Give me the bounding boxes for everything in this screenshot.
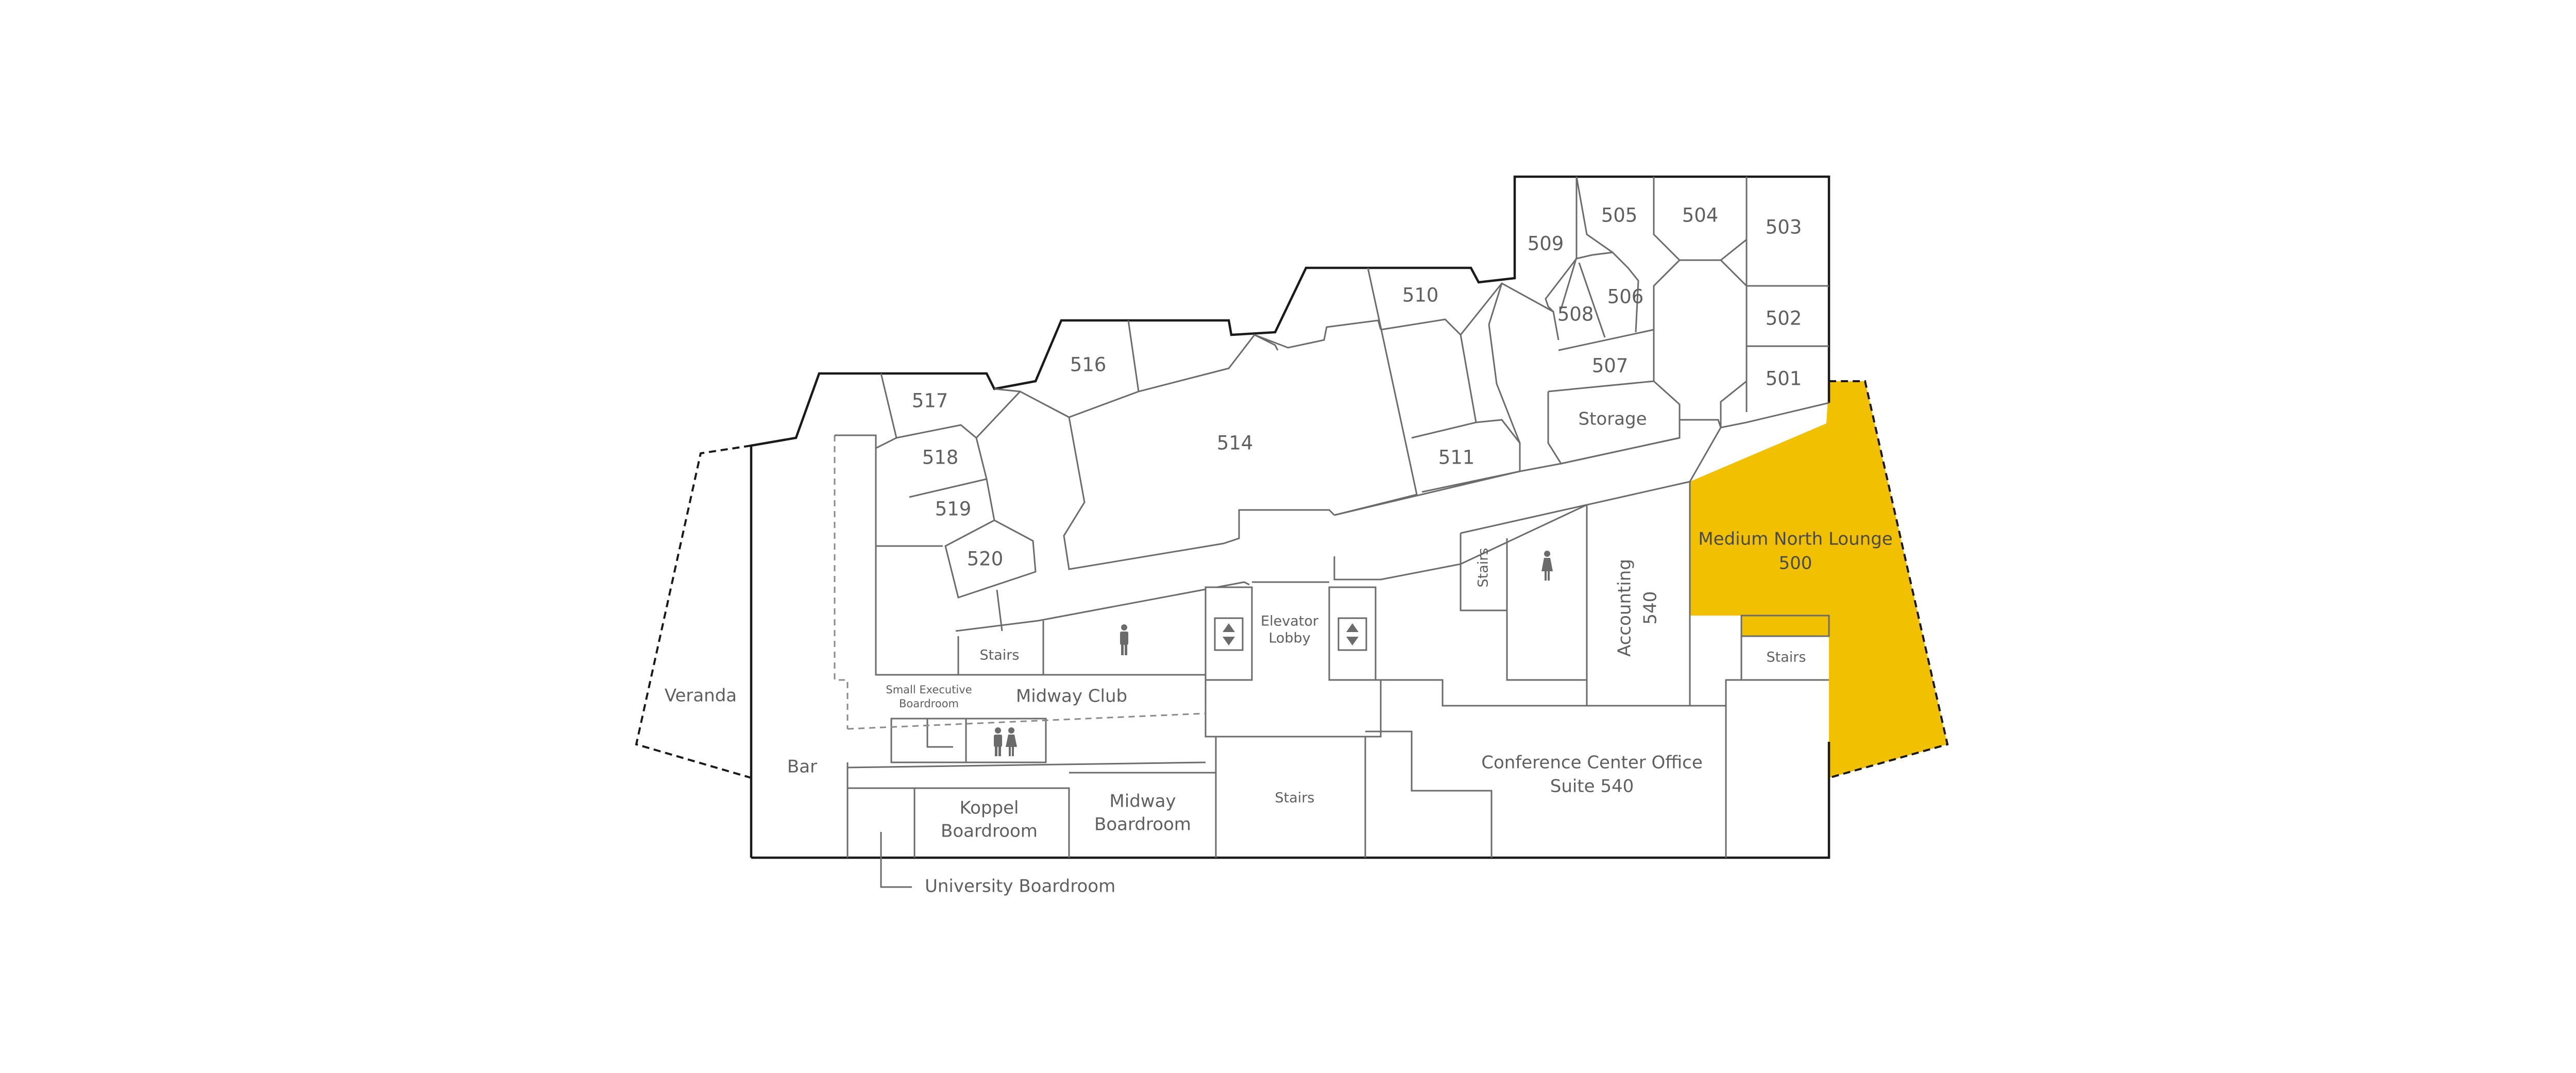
veranda-label[interactable]: Veranda (665, 686, 737, 706)
university-boardroom-label[interactable]: University Boardroom (925, 876, 1115, 897)
room-503-label[interactable]: 503 (1766, 216, 1802, 239)
stairs-label-west[interactable]: Stairs (980, 648, 1020, 663)
small-executive-boardroom-label-2[interactable]: Boardroom (899, 697, 959, 710)
elevator-lobby-label-2[interactable]: Lobby (1268, 631, 1310, 646)
room-500-medium-north-lounge[interactable] (1690, 380, 1949, 779)
building-outline-south (751, 742, 1831, 859)
accounting-number[interactable]: 540 (1640, 591, 1661, 625)
elevator-icon (1214, 617, 1244, 651)
room-501-label[interactable]: 501 (1766, 368, 1802, 390)
room-502-label[interactable]: 502 (1766, 308, 1802, 330)
north-wing-walls (875, 176, 1829, 599)
koppel-boardroom-label-2[interactable]: Boardroom (941, 821, 1038, 842)
midway-club-label[interactable]: Midway Club (1016, 686, 1127, 707)
elevator-icon (1337, 617, 1367, 651)
medium-north-lounge-number[interactable]: 500 (1779, 553, 1812, 574)
elevator-lobby-label[interactable]: Elevator (1261, 614, 1319, 629)
room-505-label[interactable]: 505 (1601, 205, 1638, 227)
small-executive-boardroom-label[interactable]: Small Executive (886, 684, 972, 696)
room-506-label[interactable]: 506 (1607, 286, 1644, 308)
accounting-label[interactable]: Accounting (1615, 559, 1635, 657)
room-511-label[interactable]: 511 (1438, 447, 1475, 469)
restroom-icon (994, 727, 1017, 756)
conference-center-suite[interactable]: Suite 540 (1550, 776, 1634, 797)
stairs-label-east[interactable]: Stairs (1767, 650, 1806, 666)
room-508-label[interactable]: 508 (1557, 303, 1594, 326)
room-518-label[interactable]: 518 (922, 447, 959, 469)
room-514-label[interactable]: 514 (1217, 432, 1253, 454)
room-labels: 503 504 505 509 506 508 502 501 507 Stor… (665, 205, 1893, 897)
building-outline-north (750, 175, 1831, 858)
stairs-label-accounting[interactable]: Stairs (1476, 548, 1492, 588)
conference-center-label[interactable]: Conference Center Office (1481, 753, 1703, 773)
veranda-area[interactable] (635, 445, 752, 779)
stairs-label-south[interactable]: Stairs (1275, 790, 1315, 806)
elevator-shaft-west (1205, 586, 1253, 681)
room-516-label[interactable]: 516 (1070, 354, 1107, 376)
medium-north-lounge-label[interactable]: Medium North Lounge (1698, 529, 1892, 550)
koppel-boardroom-label[interactable]: Koppel (960, 798, 1019, 819)
room-510-label[interactable]: 510 (1402, 284, 1439, 306)
elevator-shaft-east (1328, 586, 1377, 681)
room-509-label[interactable]: 509 (1528, 233, 1564, 255)
midway-boardroom-label-2[interactable]: Boardroom (1094, 814, 1191, 835)
room-504-label[interactable]: 504 (1682, 205, 1719, 227)
room-520-label[interactable]: 520 (967, 548, 1004, 570)
restroom-women-icon (1541, 551, 1553, 581)
midway-boardroom-label[interactable]: Midway (1109, 791, 1176, 812)
room-519-label[interactable]: 519 (935, 498, 972, 520)
bar-label[interactable]: Bar (787, 757, 817, 777)
room-517-label[interactable]: 517 (912, 390, 948, 412)
south-wing-walls (834, 434, 1830, 888)
restroom-men-icon (1120, 624, 1128, 655)
restroom-midway-box (890, 718, 1047, 763)
room-507-label[interactable]: 507 (1592, 355, 1629, 377)
storage-label[interactable]: Storage (1578, 409, 1647, 430)
